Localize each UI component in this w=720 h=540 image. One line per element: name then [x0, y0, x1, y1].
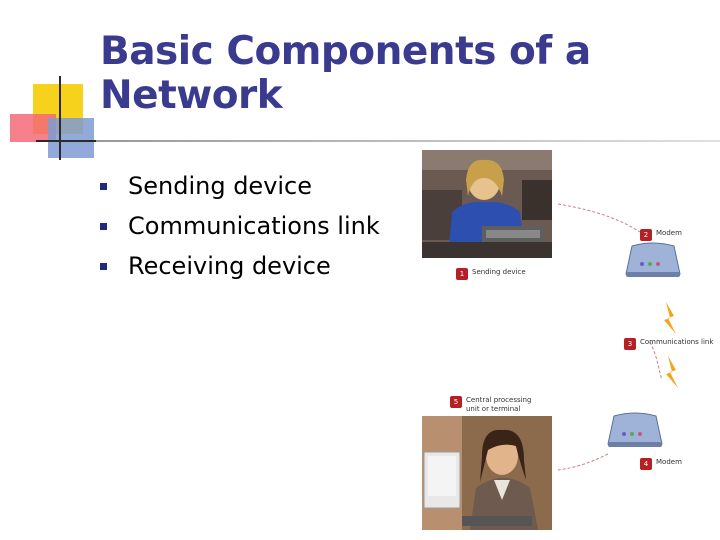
- step-sending-device: 1 Sending device: [456, 268, 526, 280]
- modem-icon: [625, 242, 681, 277]
- sender-photo: [422, 150, 552, 258]
- step-number-badge: 1: [456, 268, 468, 280]
- step-modem-b: 4 Modem: [640, 458, 682, 470]
- slide-title: Basic Components of a Network: [100, 29, 591, 118]
- title-underline-divider: [36, 140, 720, 142]
- title-accent-blue-square: [48, 118, 94, 158]
- step-communications-link: 3 Communications link: [624, 338, 713, 350]
- bullet-text: Communications link: [128, 212, 380, 240]
- modem-device: [622, 240, 684, 280]
- title-accent-vertical-line: [59, 76, 61, 160]
- bullet-item: Sending device: [100, 166, 380, 206]
- bullet-item: Receiving device: [100, 246, 380, 286]
- link-arc-modem-to-receiver: [557, 453, 609, 471]
- lightning-bolt-icon: [666, 356, 678, 388]
- bullet-item: Communications link: [100, 206, 380, 246]
- link-arc-to-modem-b: [649, 341, 663, 381]
- step-label: Communications link: [640, 338, 714, 346]
- step-label: Central processing unit or terminal: [466, 396, 532, 413]
- step-receiving-device: 5 Central processing unit or terminal: [450, 396, 546, 414]
- lightning-bolt-icon: [664, 302, 676, 334]
- bullet-square-icon: [100, 182, 107, 190]
- step-label: Sending device: [472, 268, 526, 276]
- step-modem-a: 2 Modem: [640, 229, 682, 241]
- step-label: Modem: [656, 229, 682, 237]
- bullet-square-icon: [100, 262, 107, 270]
- step-number-badge: 2: [640, 229, 652, 241]
- step-number-badge: 5: [450, 396, 462, 408]
- person-at-computer-icon: [422, 150, 552, 258]
- person-at-computer-icon: [422, 416, 552, 530]
- link-arc-sender-to-modem: [557, 203, 641, 233]
- step-label: Modem: [656, 458, 682, 466]
- connection-links: [557, 203, 678, 471]
- network-diagram: 1 Sending device 2 Modem 3 Communication…: [418, 148, 720, 538]
- bullet-text: Sending device: [128, 172, 313, 200]
- bullet-list: Sending device Communications link Recei…: [100, 166, 380, 286]
- receiver-photo: [422, 416, 552, 530]
- bullet-square-icon: [100, 222, 107, 230]
- modem-icon: [607, 412, 663, 447]
- step-number-badge: 3: [624, 338, 636, 350]
- modem-device: [604, 410, 666, 450]
- bullet-text: Receiving device: [128, 252, 331, 280]
- step-number-badge: 4: [640, 458, 652, 470]
